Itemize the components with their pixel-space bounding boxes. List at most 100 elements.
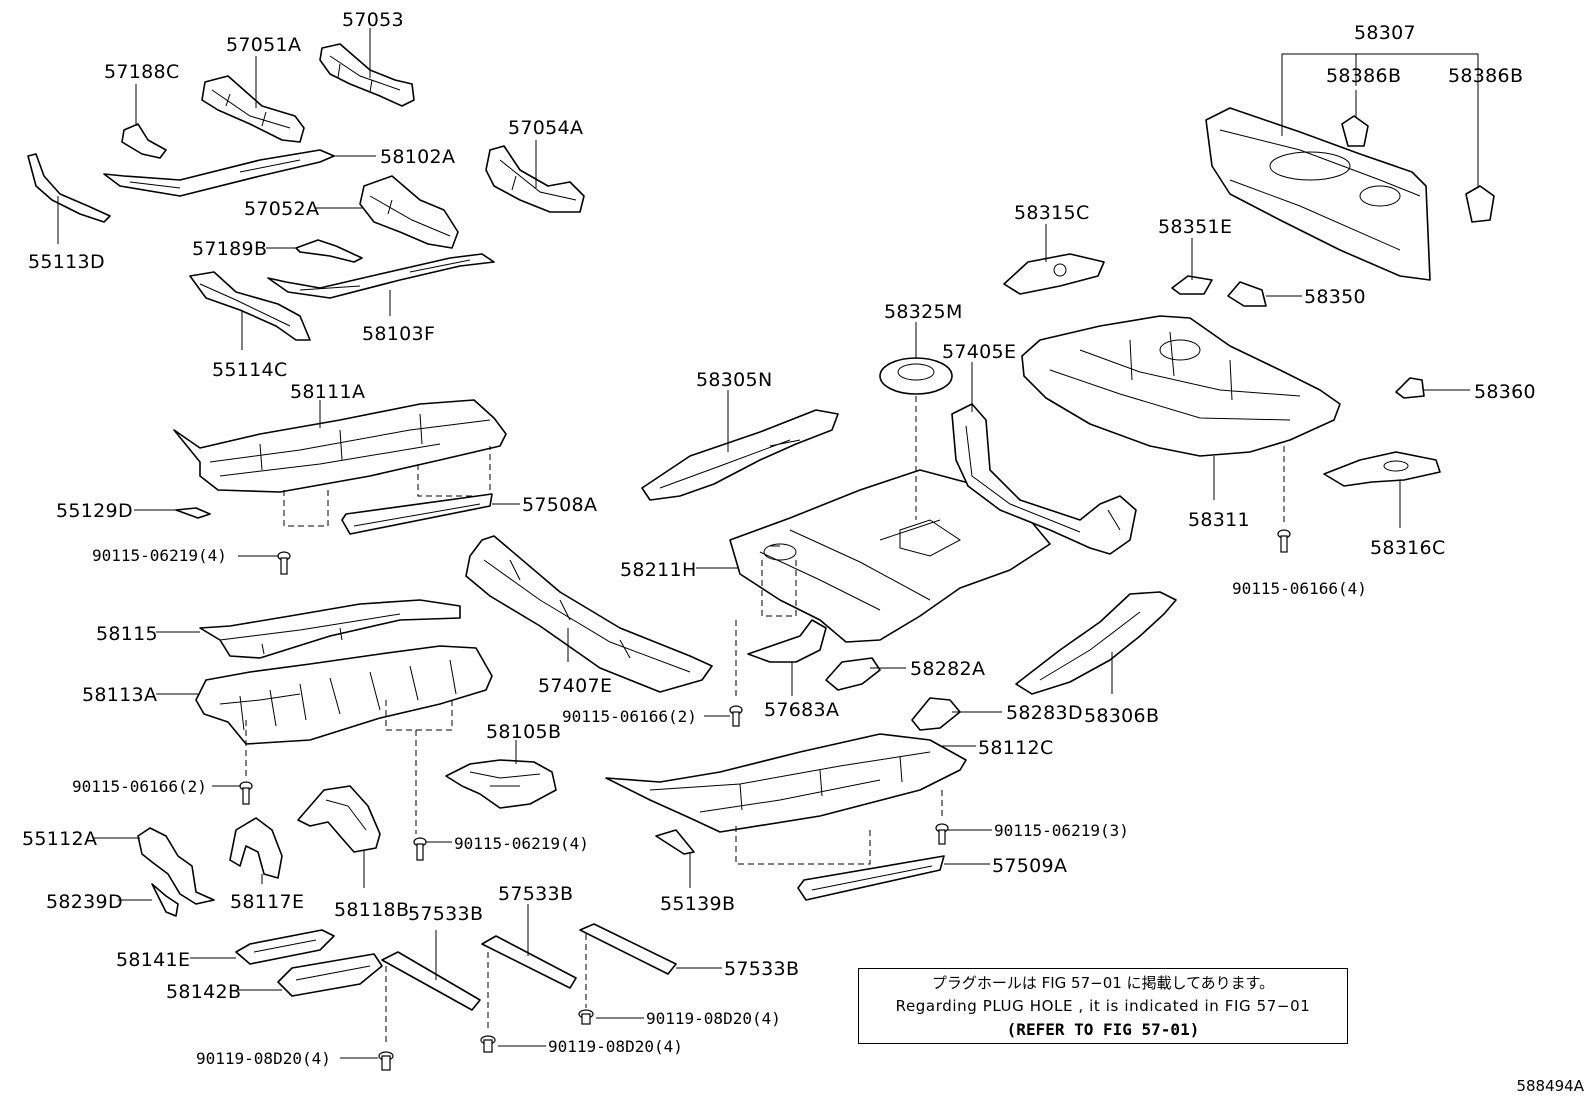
part-58305n[interactable] (641, 409, 839, 501)
part-58386b-b[interactable] (1465, 185, 1495, 223)
label-58142b: 58142B (166, 981, 241, 1003)
label-58386b-a: 58386B (1326, 65, 1401, 87)
label-58102a: 58102A (380, 146, 455, 168)
part-58386b-a[interactable] (1341, 115, 1369, 147)
part-58316c[interactable] (1323, 451, 1441, 487)
part-57509a[interactable] (797, 855, 945, 901)
note-line-en: Regarding PLUG HOLE , it is indicated in… (895, 997, 1311, 1015)
note-line-jp: プラグホールは FIG 57−01 に掲載してあります。 (931, 974, 1275, 992)
label-58112c: 58112C (978, 737, 1054, 759)
label-57052a: 57052A (244, 198, 319, 220)
part-58351e[interactable] (1171, 275, 1213, 295)
part-57533b-a[interactable] (381, 951, 481, 1011)
label-58282a: 58282A (910, 658, 985, 680)
part-57508a[interactable] (341, 493, 493, 535)
part-58142b[interactable] (277, 953, 383, 997)
part-55139b[interactable] (655, 829, 695, 855)
part-57533b-b[interactable] (481, 935, 577, 989)
bolt-90119-08d20-c[interactable] (378, 1051, 394, 1071)
part-57407e[interactable] (465, 535, 713, 693)
part-58283d[interactable] (911, 697, 961, 731)
label-90119-08d20-4-a: 90119-08D20(4) (646, 1009, 781, 1028)
part-58117e[interactable] (229, 817, 283, 879)
label-58141e: 58141E (116, 949, 190, 971)
bolt-90115-06219-c[interactable] (935, 823, 949, 845)
part-58103f[interactable] (267, 253, 495, 299)
label-58239d: 58239D (46, 891, 123, 913)
label-90119-08d20-4-c: 90119-08D20(4) (196, 1049, 331, 1068)
label-58305n: 58305N (696, 369, 772, 391)
label-90115-06166-2-b: 90115-06166(2) (562, 707, 697, 726)
label-58325m: 58325M (884, 301, 963, 323)
label-57051a: 57051A (226, 34, 301, 56)
label-58360: 58360 (1474, 381, 1536, 403)
label-57509a: 57509A (992, 855, 1067, 877)
bolt-90115-06219-a[interactable] (277, 551, 291, 575)
part-57683a[interactable] (747, 619, 827, 663)
bolt-90115-06166-a[interactable] (239, 781, 253, 805)
part-58311[interactable] (1021, 315, 1341, 457)
plug-hole-note: プラグホールは FIG 57−01 に掲載してあります。 Regarding P… (858, 968, 1348, 1044)
label-55113d: 55113D (28, 251, 105, 273)
bolt-90119-08d20-b[interactable] (480, 1035, 496, 1053)
label-58307: 58307 (1354, 22, 1416, 44)
part-57053[interactable] (319, 43, 415, 107)
part-58105b[interactable] (445, 759, 557, 809)
part-58115[interactable] (199, 599, 461, 659)
part-58350[interactable] (1227, 281, 1267, 307)
part-58306b[interactable] (1015, 591, 1177, 695)
part-58307[interactable] (1205, 107, 1431, 281)
label-57189b: 57189B (192, 238, 267, 260)
label-58117e: 58117E (230, 891, 304, 913)
part-58112c[interactable] (605, 733, 967, 833)
label-58316c: 58316C (1370, 537, 1446, 559)
label-57405e: 57405E (942, 341, 1016, 363)
bolt-90119-08d20-a[interactable] (578, 1009, 594, 1025)
bolt-90115-06219-b[interactable] (413, 837, 427, 861)
label-58111a: 58111A (290, 381, 365, 403)
part-58118b[interactable] (297, 785, 381, 853)
bolt-90115-06166-c[interactable] (1277, 529, 1291, 553)
part-58111a[interactable] (173, 399, 507, 493)
part-57054a[interactable] (485, 145, 585, 213)
label-57053: 57053 (342, 9, 404, 31)
part-58141e[interactable] (235, 929, 335, 965)
label-55139b: 55139B (660, 893, 735, 915)
label-58315c: 58315C (1014, 202, 1090, 224)
part-58315c[interactable] (1003, 253, 1105, 295)
part-57405e[interactable] (951, 403, 1137, 555)
label-57508a: 57508A (522, 494, 597, 516)
part-58360[interactable] (1395, 377, 1425, 399)
label-57188c: 57188C (104, 61, 180, 83)
part-57188c[interactable] (121, 123, 167, 159)
label-58306b: 58306B (1084, 705, 1159, 727)
label-58283d: 58283D (1006, 702, 1083, 724)
part-55112a[interactable] (137, 827, 215, 905)
label-90115-06166-2-a: 90115-06166(2) (72, 777, 207, 796)
part-57533b-c[interactable] (579, 923, 677, 975)
part-58211h[interactable] (729, 469, 1051, 643)
label-57533b-b: 57533B (498, 883, 573, 905)
figure-id: 588494A (1516, 1077, 1584, 1095)
part-57189b[interactable] (295, 239, 363, 263)
part-55129d[interactable] (175, 507, 211, 519)
label-58113a: 58113A (82, 684, 157, 706)
label-57407e: 57407E (538, 675, 612, 697)
bolt-90115-06166-b[interactable] (729, 705, 743, 727)
part-58102a[interactable] (103, 149, 335, 197)
part-55114c[interactable] (189, 271, 311, 341)
part-58113a[interactable] (195, 645, 493, 745)
label-58350: 58350 (1304, 286, 1366, 308)
part-58239d[interactable] (151, 883, 179, 917)
label-58105b: 58105B (486, 721, 561, 743)
part-57052a[interactable] (359, 175, 459, 249)
part-58282a[interactable] (825, 657, 881, 691)
part-57051a[interactable] (201, 75, 305, 143)
part-58325m[interactable] (879, 357, 953, 395)
label-90115-06166-4: 90115-06166(4) (1232, 579, 1367, 598)
part-55113d[interactable] (27, 153, 111, 223)
label-90115-06219-4-b: 90115-06219(4) (454, 834, 589, 853)
label-58115: 58115 (96, 623, 158, 645)
label-57683a: 57683A (764, 699, 839, 721)
